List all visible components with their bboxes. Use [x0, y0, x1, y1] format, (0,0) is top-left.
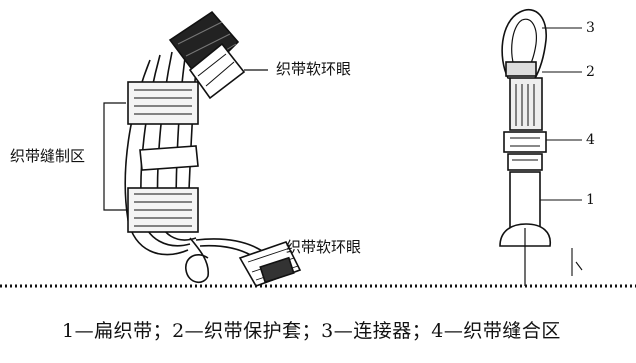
- bottom-loop-tail: [185, 237, 210, 283]
- bottom-sleeve-dark: [259, 256, 295, 284]
- carabiner-gate: [505, 61, 537, 77]
- callout-2: 2: [586, 64, 595, 80]
- webbing-loop-4: [175, 57, 186, 211]
- stitch-zone-bracket: [103, 102, 126, 211]
- right-lanyard-figure: [499, 9, 583, 286]
- label-soft-loop-top: 织带软环眼: [276, 60, 352, 78]
- upper-stitch-box: [127, 81, 199, 125]
- left-lanyard-figure: [103, 10, 302, 287]
- callout-1: 1: [586, 192, 595, 208]
- label-soft-loop-bottom: 织带软环眼: [286, 238, 362, 256]
- top-sleeve-light: [188, 42, 246, 100]
- middle-binding: [139, 145, 199, 171]
- label-stitch-zone: 织带缝制区: [10, 147, 86, 165]
- figure-caption: 1—扁织带；2—织带保护套；3—连接器；4—织带缝合区: [62, 320, 561, 342]
- ground-hook: [571, 248, 583, 276]
- top-sleeve-dark: [168, 10, 240, 82]
- stitched-zone: [503, 131, 547, 153]
- callout-3: 3: [586, 20, 595, 36]
- protective-sleeve: [509, 77, 543, 131]
- flat-webbing: [509, 171, 541, 229]
- callout-4: 4: [586, 132, 595, 148]
